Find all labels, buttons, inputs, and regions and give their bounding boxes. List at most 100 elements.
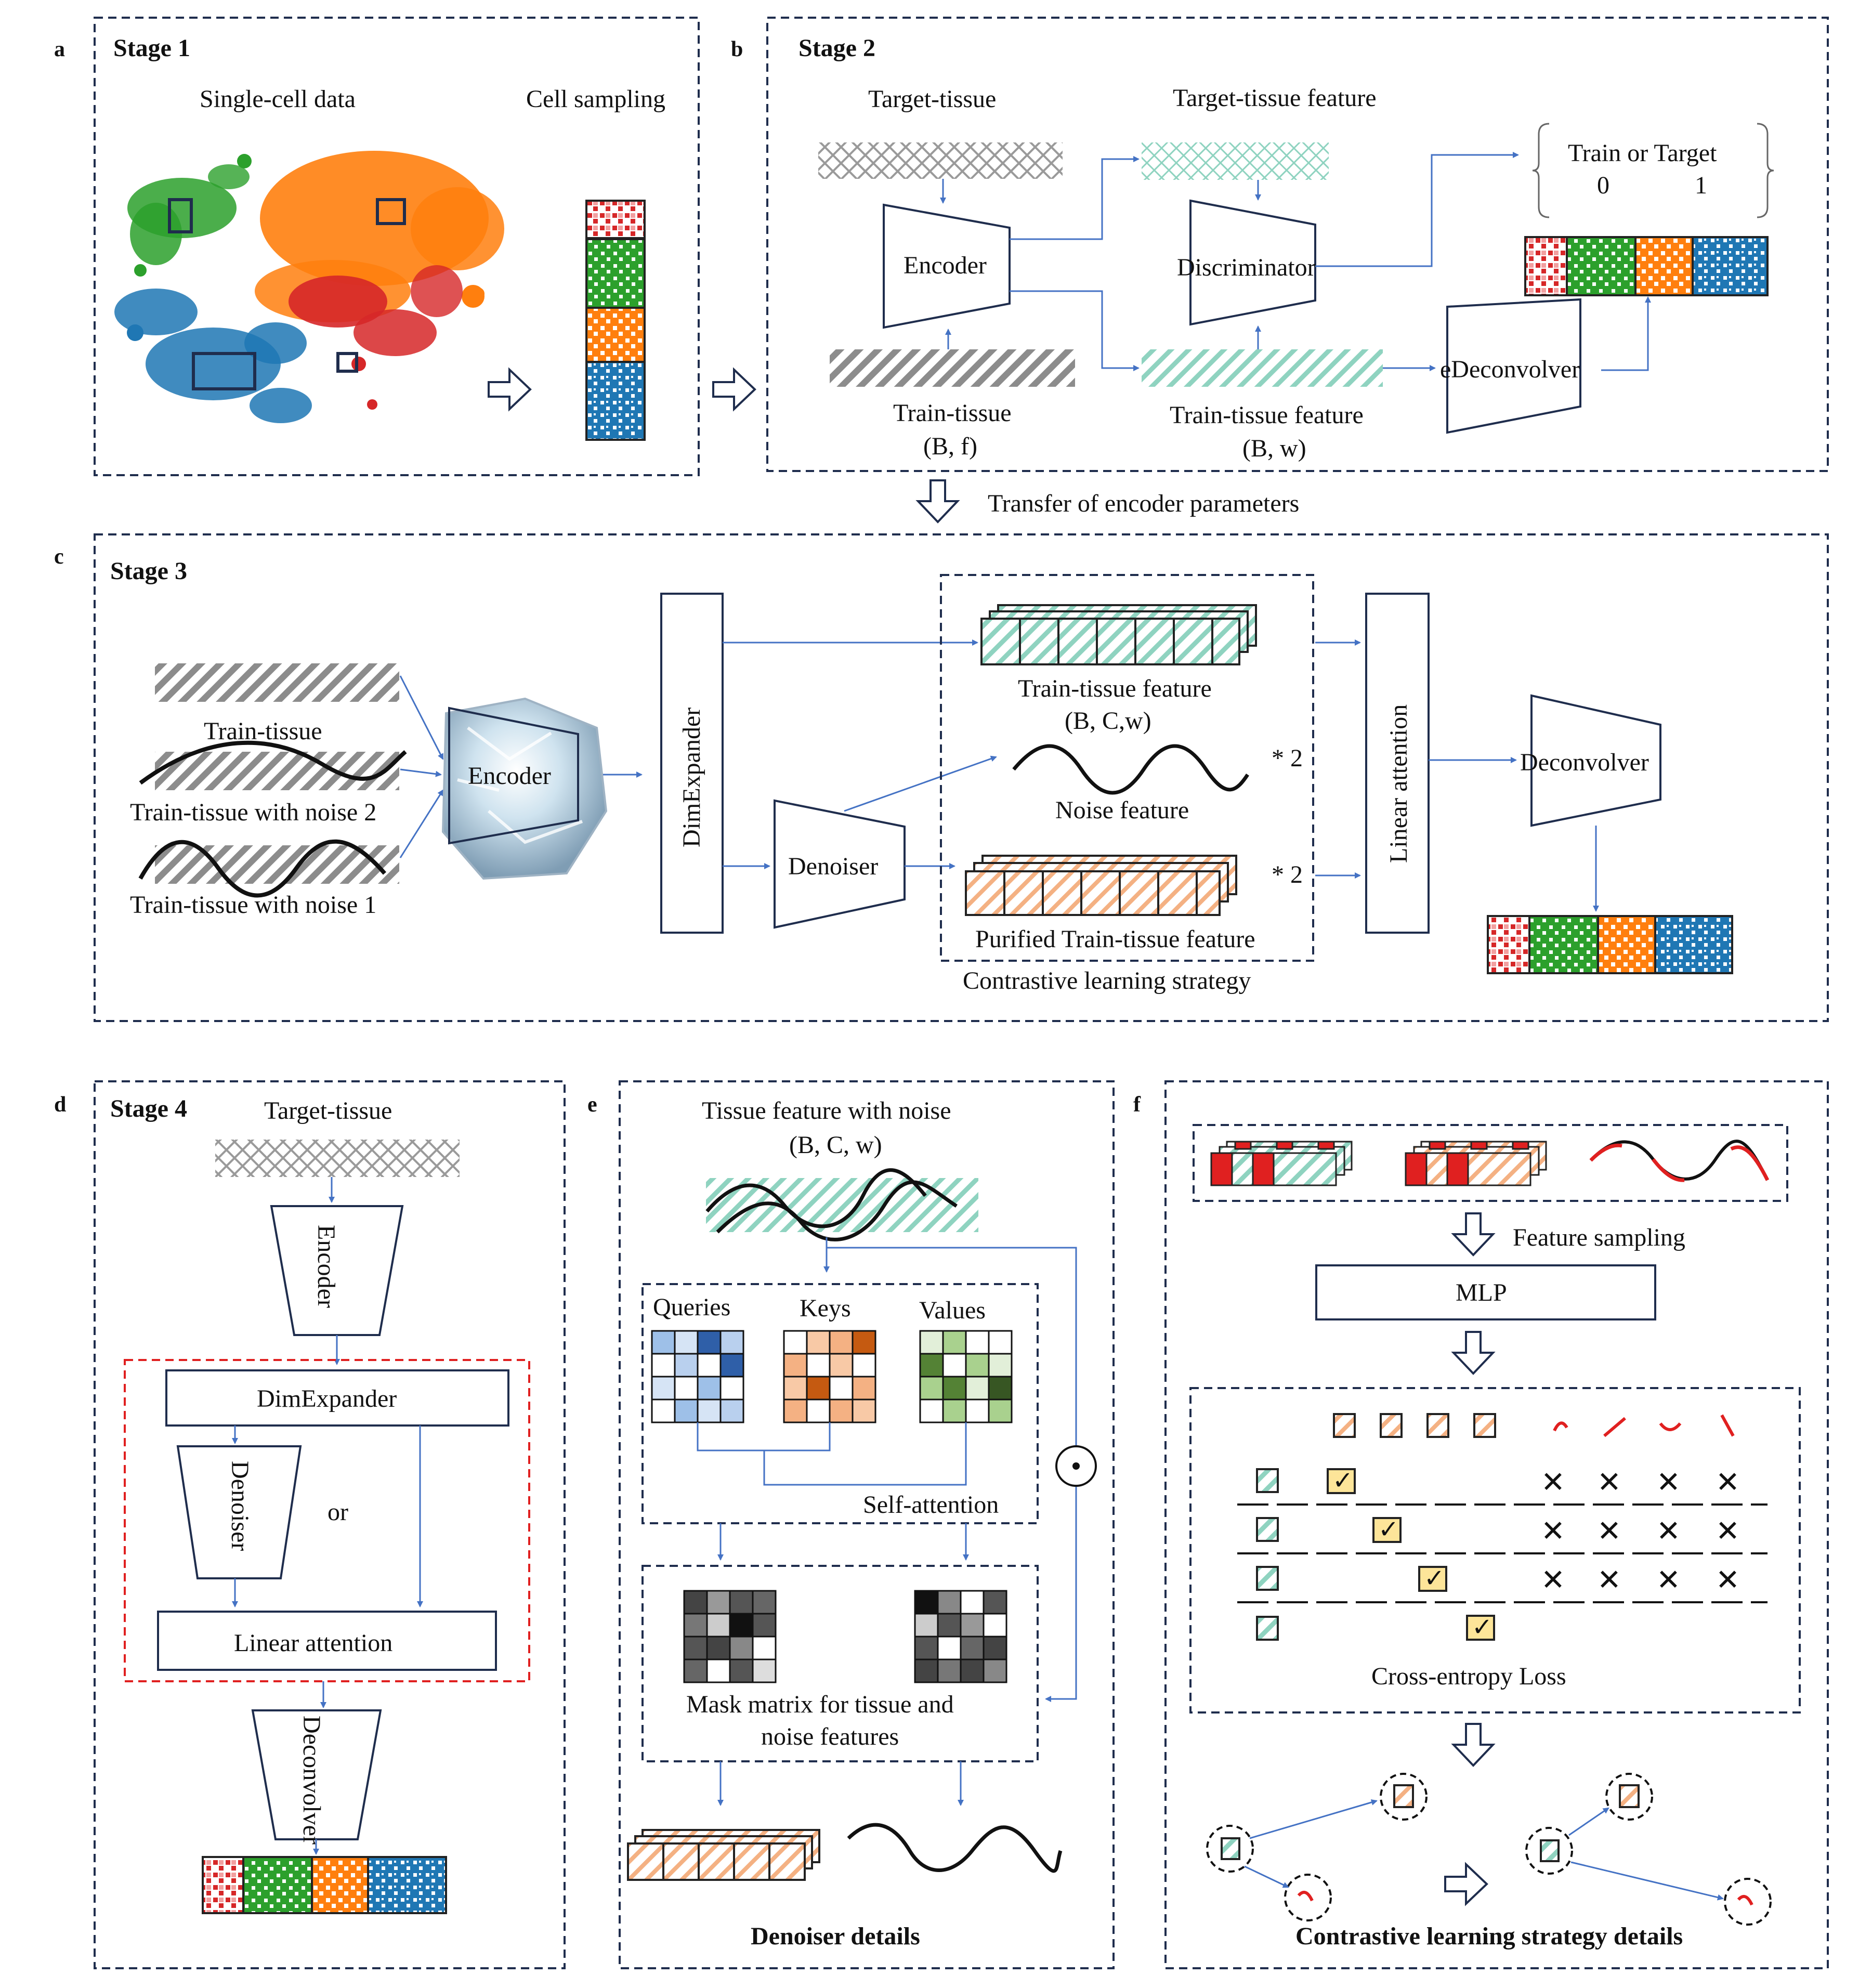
discriminator-label: Discriminator bbox=[1177, 254, 1316, 281]
tissue-noise-label: Tissue feature with noise bbox=[702, 1097, 951, 1124]
right-arrow-f bbox=[1444, 1862, 1488, 1906]
svg-text:✓: ✓ bbox=[1378, 1516, 1399, 1544]
tissue-noise-shape: (B, C, w) bbox=[789, 1131, 882, 1159]
noise1-wave bbox=[138, 839, 387, 898]
row-crosses: ✕ ✕ ✕ ✕ bbox=[1541, 1515, 1740, 1548]
down-arrow-f1 bbox=[1451, 1212, 1496, 1257]
panel-f: f Feature sampling MLP bbox=[1133, 1093, 1801, 1950]
times2-label-1: * 2 bbox=[1272, 744, 1303, 772]
purified-label: Purified Train-tissue feature bbox=[975, 925, 1255, 953]
target-feature-bar bbox=[1142, 142, 1329, 180]
frozen-encoder-ice-cube: Encoder bbox=[441, 697, 608, 880]
denoiser-trapezoid-c bbox=[774, 799, 906, 929]
output-cell-row-c bbox=[1487, 915, 1733, 974]
svg-text:✕: ✕ bbox=[1597, 1564, 1621, 1597]
values-matrix bbox=[919, 1330, 1013, 1423]
panel-letter-b: b bbox=[731, 37, 743, 61]
deconvolver-trapezoid-c bbox=[1530, 694, 1661, 827]
panel-letter-a: a bbox=[54, 37, 65, 61]
red-optional-box bbox=[124, 1359, 530, 1682]
svg-text:✕: ✕ bbox=[1656, 1467, 1681, 1499]
down-arrow-f3 bbox=[1451, 1723, 1496, 1767]
denoiser-trapezoid-d bbox=[176, 1445, 302, 1579]
noise-feature-label: Noise feature bbox=[1055, 796, 1189, 824]
mask-label-line2: noise features bbox=[761, 1723, 899, 1750]
mlp-label: MLP bbox=[1456, 1279, 1507, 1306]
linear-attention-box-c bbox=[1365, 593, 1430, 934]
svg-text:✕: ✕ bbox=[1541, 1564, 1565, 1597]
feature-sampling-label: Feature sampling bbox=[1513, 1224, 1685, 1251]
big-arrow-a-to-b bbox=[712, 367, 756, 412]
panel-b: b Stage 2 Target-tissue Target-tissue fe… bbox=[731, 34, 1774, 462]
panel-c: c Stage 3 Train-tissue Train-tissue with… bbox=[54, 545, 1733, 995]
panel-letter-e: e bbox=[587, 1093, 597, 1117]
purified-feature-stack-c bbox=[965, 855, 1237, 916]
contrastive-details-caption: Contrastive learning strategy details bbox=[1295, 1922, 1683, 1950]
peach-stack-with-red bbox=[1405, 1141, 1547, 1186]
panel-letter-c: c bbox=[54, 545, 64, 569]
panel-a: a Stage 1 Single-cell data Cell sampling bbox=[54, 34, 665, 441]
frame-e bbox=[619, 1080, 1115, 1969]
sampling-input-box bbox=[1193, 1124, 1788, 1202]
purified-feature-stack-e bbox=[627, 1829, 820, 1881]
svg-text:✕: ✕ bbox=[1541, 1515, 1565, 1548]
row-crosses: ✕✕ ✕✕ bbox=[1541, 1467, 1740, 1499]
sampling-boxes bbox=[168, 198, 406, 390]
target-tissue-bar bbox=[818, 142, 1063, 179]
encoder-label-c: Encoder bbox=[468, 762, 551, 790]
mask-matrix-1 bbox=[683, 1590, 777, 1683]
loss-row-3: ✓ ✕✕ ✕✕ bbox=[1256, 1564, 1740, 1597]
panel-e: e Tissue feature with noise (B, C, w) Qu… bbox=[587, 1093, 1097, 1950]
panel-letter-f: f bbox=[1133, 1093, 1141, 1117]
edeconvolver-label: eDeconvolver bbox=[1440, 356, 1580, 383]
train-tissue-label-c: Train-tissue bbox=[204, 717, 322, 745]
linear-attention-label-c: Linear attention bbox=[1385, 704, 1412, 863]
panel-d: d Stage 4 Target-tissue Encoder DimExpan… bbox=[54, 1093, 530, 1914]
feature-shape-label-b: (B, w) bbox=[1242, 435, 1306, 462]
contrastive-label: Contrastive learning strategy bbox=[963, 967, 1251, 995]
svg-text:✕: ✕ bbox=[1716, 1467, 1740, 1499]
deconvolver-trapezoid-d bbox=[251, 1709, 382, 1840]
frame-d bbox=[94, 1080, 566, 1969]
target-tissue-label: Target-tissue bbox=[868, 85, 996, 113]
loss-row-2: ✓ ✕ ✕ ✕ ✕ bbox=[1256, 1515, 1740, 1548]
loss-row-1: ✓ ✕✕ ✕✕ bbox=[1256, 1467, 1740, 1499]
panel-frames bbox=[94, 17, 1829, 1969]
cluster-red bbox=[289, 265, 463, 410]
dimexpander-label-d: DimExpander bbox=[257, 1385, 397, 1412]
svg-text:✕: ✕ bbox=[1597, 1515, 1621, 1548]
keys-label: Keys bbox=[800, 1294, 851, 1322]
svg-text:✕: ✕ bbox=[1716, 1515, 1740, 1548]
single-cell-label: Single-cell data bbox=[200, 85, 356, 113]
embedding-before bbox=[1206, 1773, 1428, 1921]
deconvolver-label-d: Deconvolver bbox=[298, 1716, 325, 1845]
row-crosses: ✕✕ ✕✕ bbox=[1541, 1564, 1740, 1597]
svg-text:✓: ✓ bbox=[1332, 1467, 1353, 1495]
sampled-cell-column bbox=[585, 200, 646, 441]
self-attention-label: Self-attention bbox=[863, 1491, 999, 1519]
peach-candidates bbox=[1333, 1413, 1496, 1438]
edeconvolver-trapezoid bbox=[1446, 298, 1581, 434]
transfer-label: Transfer of encoder parameters bbox=[988, 490, 1299, 517]
panel-letter-d: d bbox=[54, 1093, 66, 1117]
mask-box bbox=[642, 1565, 1039, 1762]
svg-text:✕: ✕ bbox=[1656, 1515, 1681, 1548]
encoder-label-d: Encoder bbox=[312, 1225, 340, 1308]
frame-c bbox=[94, 533, 1829, 1022]
dimexpander-label: DimExpander bbox=[678, 708, 705, 847]
noisy-wave-1 bbox=[705, 1168, 927, 1228]
deconvolver-label-c: Deconvolver bbox=[1520, 749, 1649, 776]
extracted-noise-wave bbox=[847, 1823, 1063, 1873]
encoder-trapezoid-c bbox=[448, 707, 579, 845]
noise2-label: Train-tissue with noise 2 bbox=[130, 799, 376, 826]
svg-text:✓: ✓ bbox=[1472, 1614, 1493, 1641]
frame-a bbox=[94, 17, 700, 476]
svg-text:✕: ✕ bbox=[1656, 1564, 1681, 1597]
train-feature-label-c: Train-tissue feature bbox=[1018, 675, 1212, 702]
train-feature-stack-c bbox=[980, 604, 1257, 665]
dimexpander-box bbox=[660, 593, 724, 934]
mask-label-line1: Mask matrix for tissue and bbox=[686, 1691, 954, 1718]
mlp-box bbox=[1315, 1264, 1656, 1320]
denoiser-details-caption: Denoiser details bbox=[751, 1922, 920, 1950]
